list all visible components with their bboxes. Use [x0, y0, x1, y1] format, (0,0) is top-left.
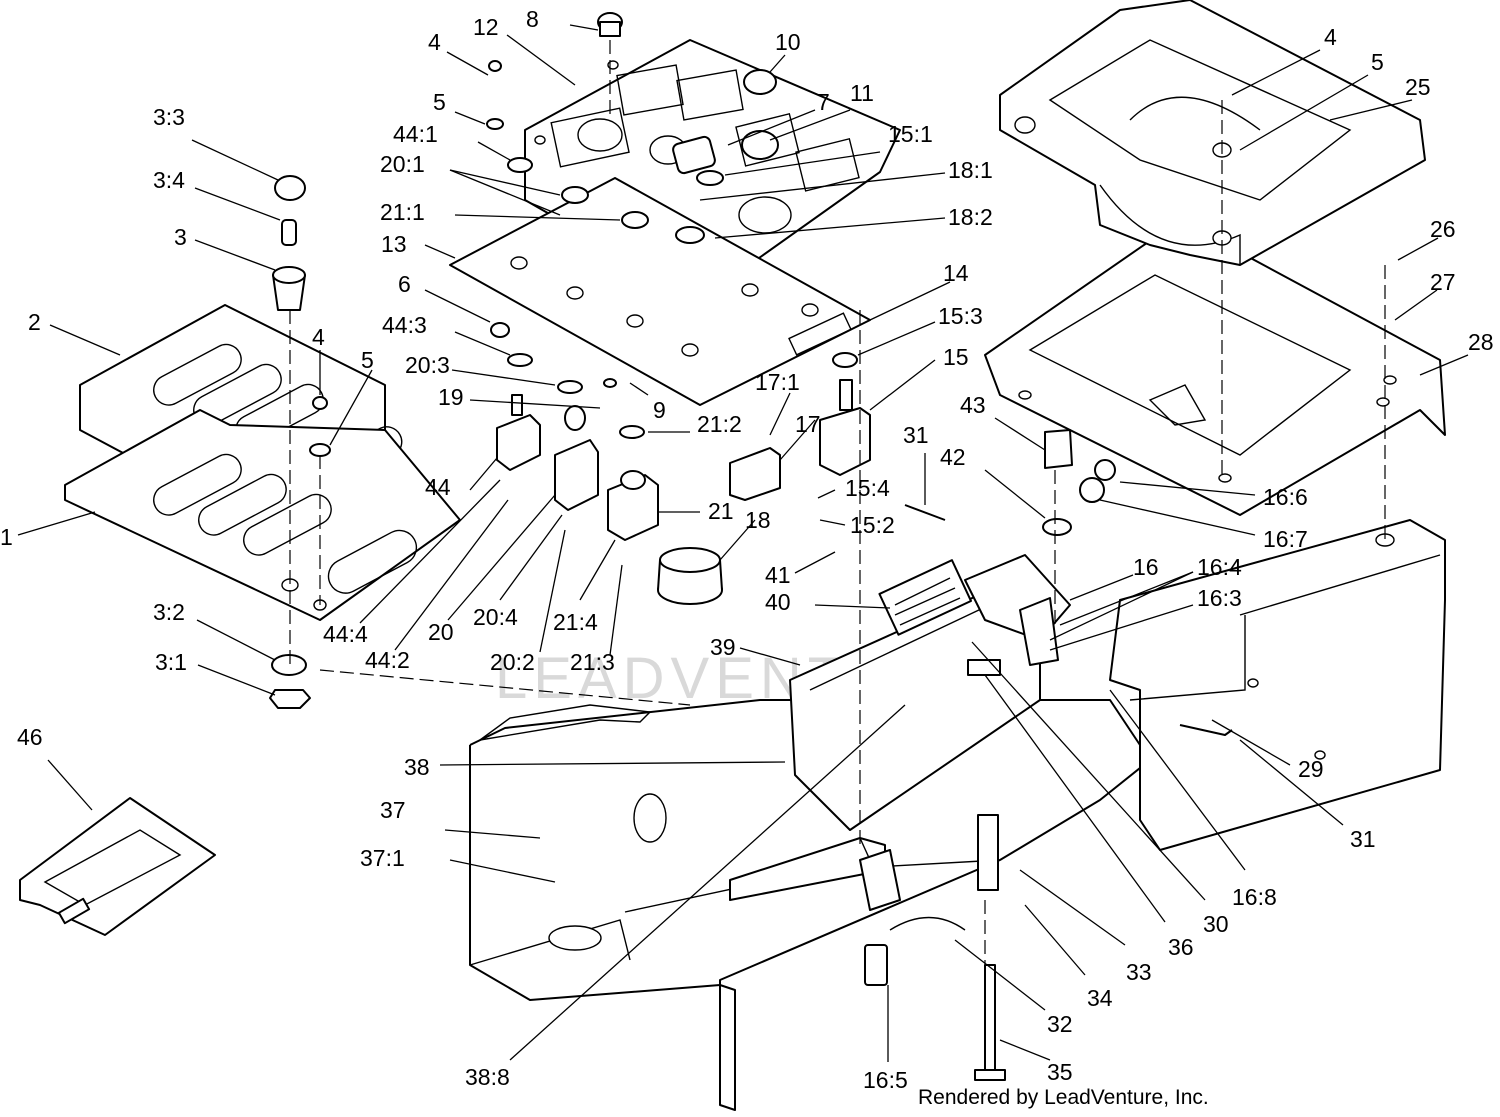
callout-label: 16:7 — [1263, 526, 1308, 552]
callout-label: 33 — [1126, 959, 1152, 985]
callout-label: 15:3 — [938, 303, 983, 329]
callout-label: 15:4 — [845, 475, 890, 501]
callout-label: 44 — [425, 474, 451, 500]
callout-label: 20:1 — [380, 151, 425, 177]
callout-label: 37 — [380, 797, 406, 823]
callout-label: 41 — [765, 562, 791, 588]
callout-labels: 8 12 10 4 7 5 11 44:1 15:1 20:1 18:1 21:… — [0, 6, 1494, 1093]
console-housing — [999, 0, 1426, 266]
callout-label: 18 — [745, 507, 771, 533]
alignment-lines — [289, 40, 1386, 965]
side-bracket — [1109, 519, 1446, 851]
callout-label: 27 — [1430, 269, 1456, 295]
callout-label: 16 — [1133, 554, 1159, 580]
panel-plate — [64, 409, 461, 621]
callout-label: 21:4 — [553, 609, 598, 635]
callout-label: 16:8 — [1232, 884, 1277, 910]
callout-label: 42 — [940, 444, 966, 470]
callout-label: 35 — [1047, 1059, 1073, 1085]
callout-label: 31 — [1350, 826, 1376, 852]
callout-label: 20:2 — [490, 649, 535, 675]
leader-lines — [17, 24, 1469, 1062]
switch-components — [269, 12, 871, 709]
mounting-plate — [984, 219, 1446, 516]
callout-label: 15:1 — [888, 121, 933, 147]
callout-label: 18:1 — [948, 157, 993, 183]
callout-label: 16:3 — [1197, 585, 1242, 611]
decal-46 — [19, 797, 216, 936]
callout-label: 14 — [943, 260, 969, 286]
callout-label: 3:1 — [155, 649, 187, 675]
callout-label: 21 — [708, 498, 734, 524]
callout-label: 12 — [473, 14, 499, 40]
callout-label: 21:3 — [570, 649, 615, 675]
callout-label: 9 — [653, 397, 666, 423]
callout-label: 3:2 — [153, 599, 185, 625]
callout-label: 39 — [710, 634, 736, 660]
callout-label: 10 — [775, 29, 801, 55]
callout-label: 31 — [903, 422, 929, 448]
callout-label: 21:1 — [380, 199, 425, 225]
callout-label: 43 — [960, 392, 986, 418]
callout-label: 5 — [433, 89, 446, 115]
callout-label: 5 — [1371, 49, 1384, 75]
callout-label: 34 — [1087, 985, 1113, 1011]
callout-label: 15:2 — [850, 512, 895, 538]
callout-label: 21:2 — [697, 411, 742, 437]
callout-label: 19 — [438, 384, 464, 410]
callout-label: 3:4 — [153, 167, 185, 193]
callout-label: 25 — [1405, 74, 1431, 100]
callout-label: 29 — [1298, 756, 1324, 782]
callout-label: 44:4 — [323, 621, 368, 647]
callout-label: 38:8 — [465, 1064, 510, 1090]
callout-label: 7 — [817, 89, 830, 115]
callout-label: 38 — [404, 754, 430, 780]
credit-text: Rendered by LeadVenture, Inc. — [918, 1086, 1209, 1109]
callout-label: 11 — [850, 80, 874, 106]
callout-label: 37:1 — [360, 845, 405, 871]
callout-label: 26 — [1430, 216, 1456, 242]
callout-label: 44:1 — [393, 121, 438, 147]
callout-label: 8 — [526, 6, 539, 32]
callout-label: 4 — [428, 29, 441, 55]
callout-label: 20 — [428, 619, 454, 645]
callout-label: 40 — [765, 589, 791, 615]
callout-label: 32 — [1047, 1011, 1073, 1037]
callout-label: 18:2 — [948, 204, 993, 230]
callout-label: 5 — [361, 347, 374, 373]
callout-label: 44:3 — [382, 312, 427, 338]
rear-components — [789, 429, 1233, 1081]
callout-label: 16:6 — [1263, 484, 1308, 510]
callout-label: 17:1 — [755, 369, 800, 395]
callout-label: 17 — [795, 411, 821, 437]
callout-label: 6 — [398, 271, 411, 297]
callout-label: 15 — [943, 344, 969, 370]
callout-label: 3 — [174, 224, 187, 250]
callout-label: 16:5 — [863, 1067, 908, 1093]
callout-label: 28 — [1468, 329, 1494, 355]
callout-label: 13 — [381, 231, 407, 257]
chassis-frame — [469, 699, 1151, 1111]
callout-label: 16:4 — [1197, 554, 1242, 580]
callout-label: 44:2 — [365, 647, 410, 673]
callout-label: 2 — [28, 309, 41, 335]
callout-label: 1 — [0, 524, 13, 550]
callout-label: 20:3 — [405, 352, 450, 378]
callout-label: 4 — [312, 324, 325, 350]
callout-label: 30 — [1203, 911, 1229, 937]
callout-label: 4 — [1324, 24, 1337, 50]
callout-label: 46 — [17, 724, 43, 750]
callout-label: 3:3 — [153, 104, 185, 130]
callout-label: 36 — [1168, 934, 1194, 960]
callout-label: 20:4 — [473, 604, 518, 630]
